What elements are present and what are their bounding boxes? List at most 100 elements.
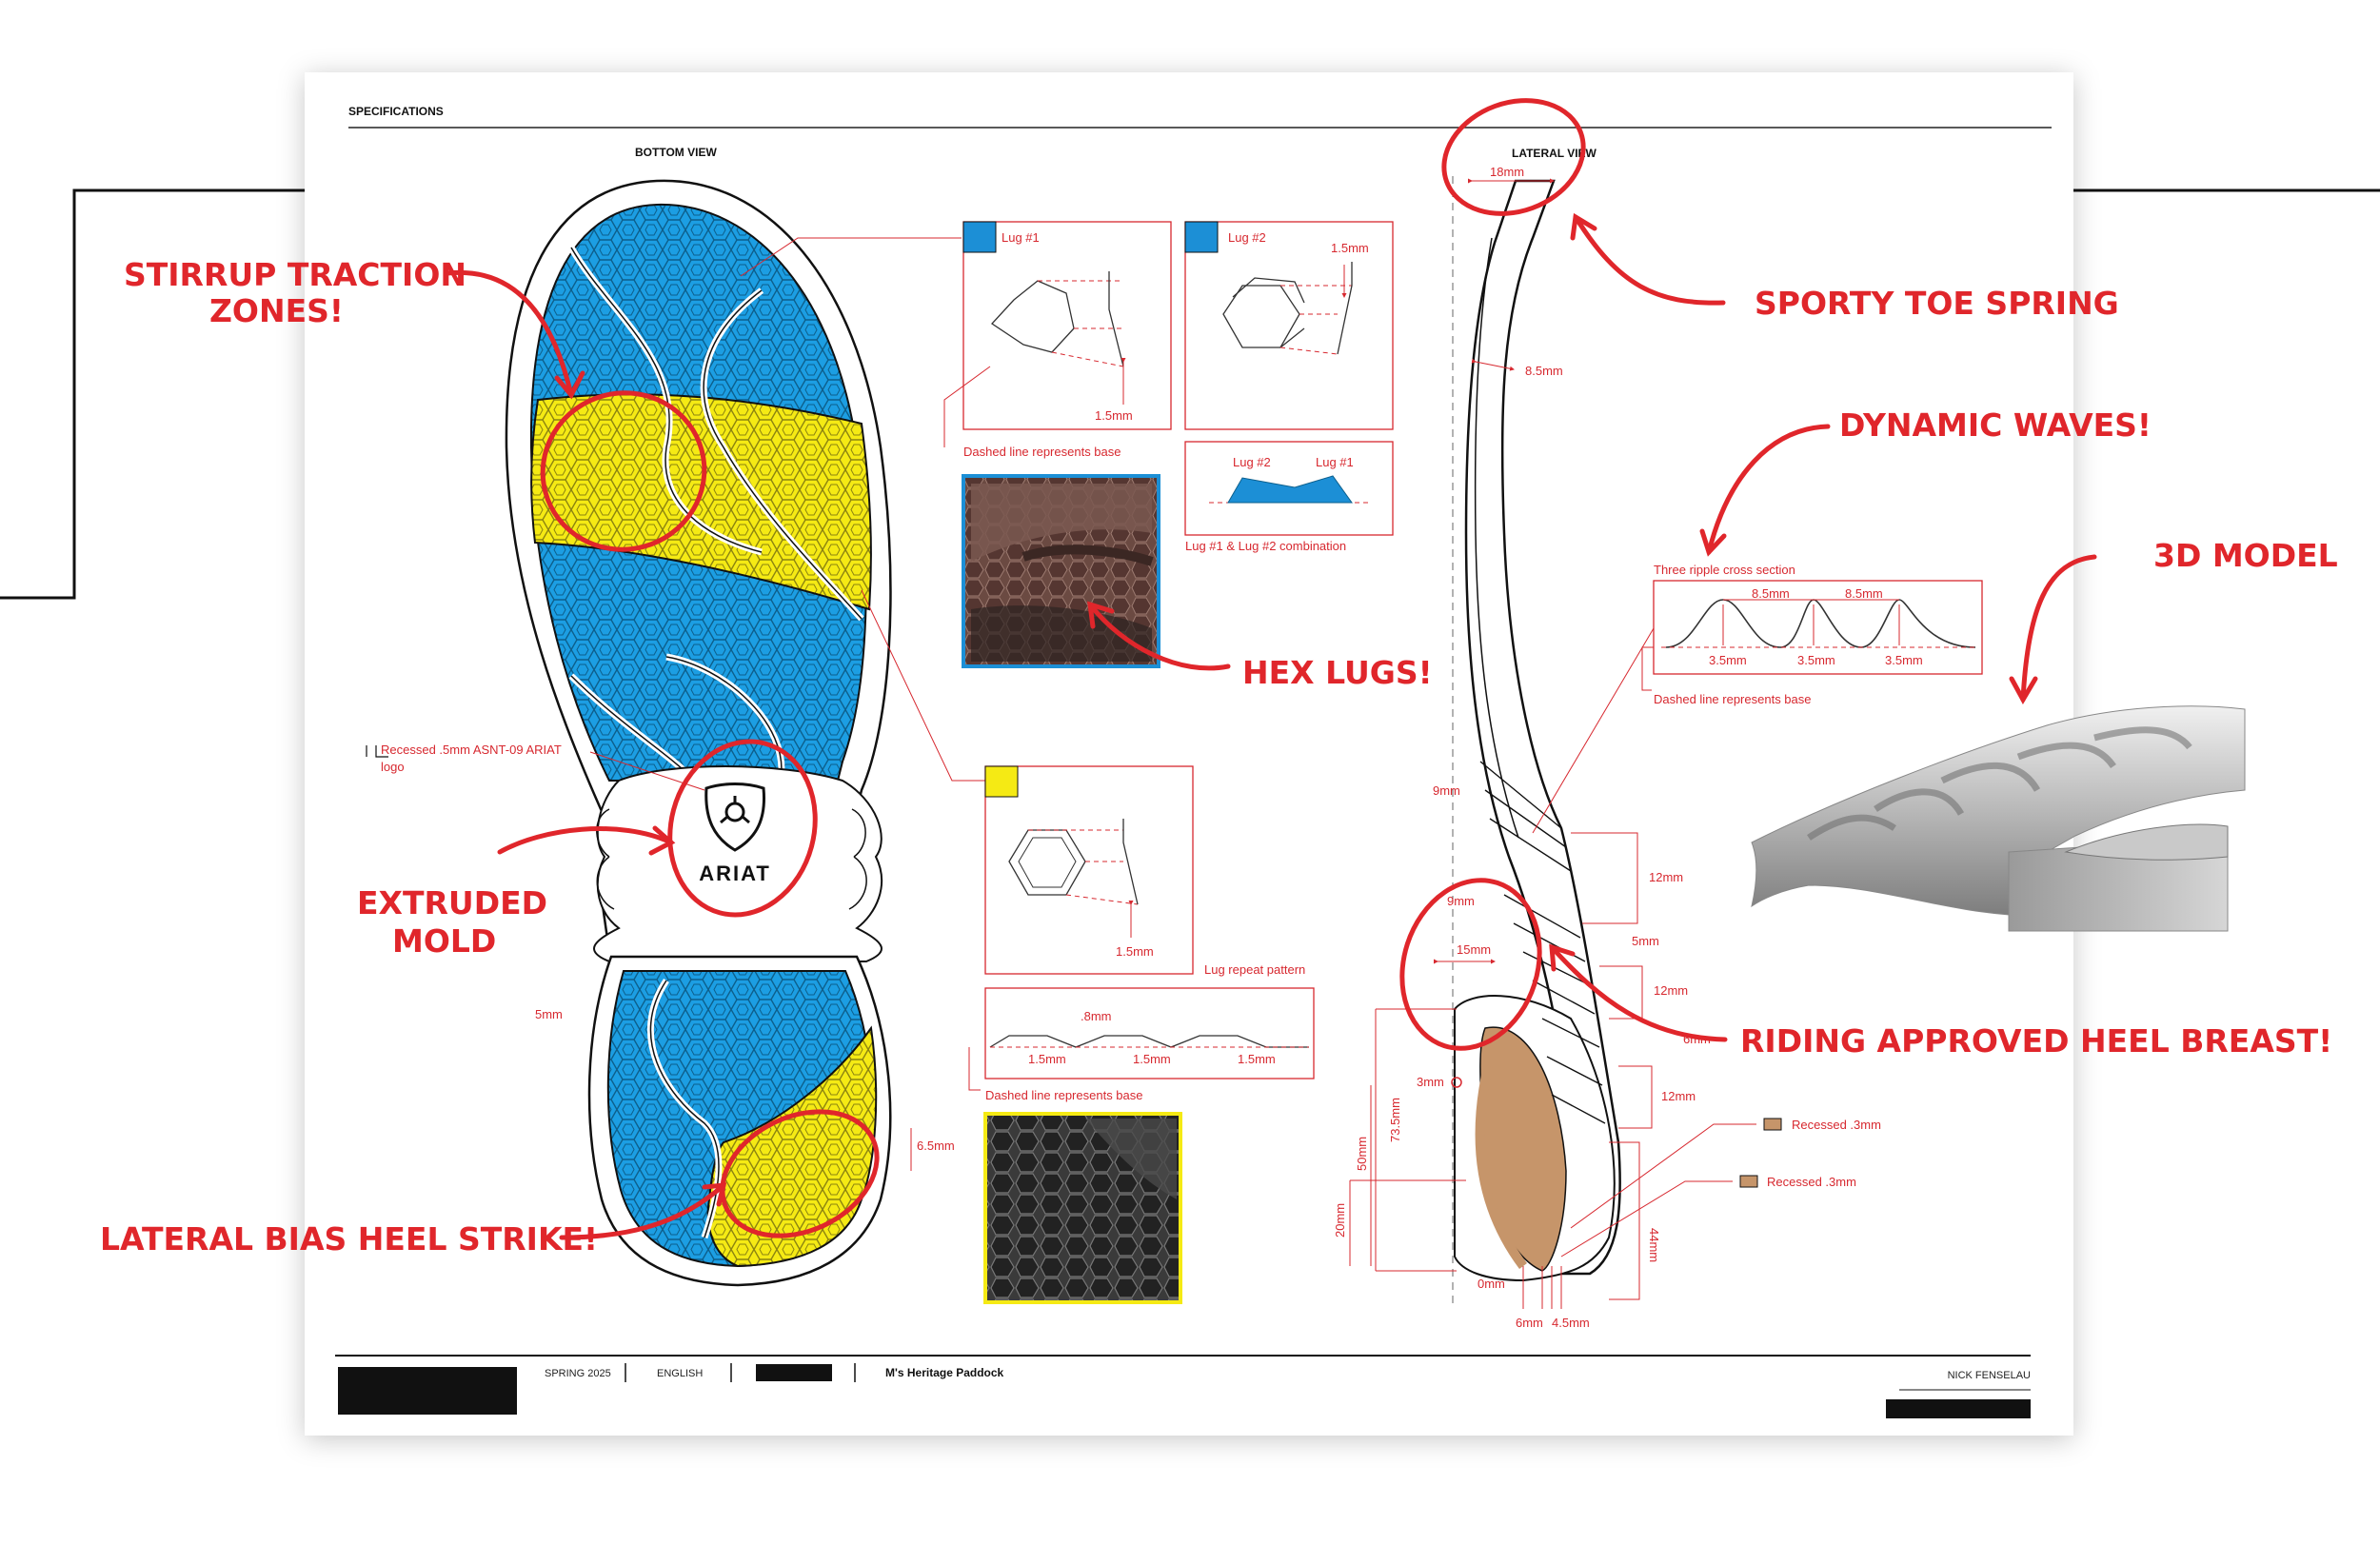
- pattern-box: [984, 987, 1315, 1080]
- arrow-heel-strike: [559, 1182, 726, 1240]
- lug2-label: Lug #2: [1228, 230, 1266, 245]
- dim-44-bracket: [1609, 1141, 1640, 1300]
- 3d-model-waves: [1807, 726, 2192, 841]
- dim-6-5mm: 6.5mm: [917, 1139, 955, 1153]
- ripple-8-5a: 8.5mm: [1752, 586, 1790, 601]
- repeat-box: [984, 765, 1194, 975]
- ripple-8-5b: 8.5mm: [1845, 586, 1883, 601]
- lug-details: Lug #1 1.5mm Dashed line represents base…: [943, 221, 1394, 1304]
- dim-3mm-marker: [1451, 1077, 1462, 1088]
- lug2-dim: 1.5mm: [1331, 241, 1369, 255]
- dim-12-bracket: [1571, 832, 1638, 924]
- shank-ridge-left: [596, 808, 615, 910]
- section-title: SPECIFICATIONS: [348, 105, 444, 118]
- dim-6mm-b: 6mm: [1516, 1316, 1543, 1330]
- ripple-title: Three ripple cross section: [1654, 563, 1795, 577]
- lateral-view-label: LATERAL VIEW: [1512, 147, 1597, 160]
- lateral-sole-outline: [1464, 179, 1621, 1276]
- extruded-mold-circle: [667, 739, 818, 918]
- 3d-model-body: [1751, 705, 2246, 917]
- pattern-profile: [989, 1035, 1309, 1048]
- arrow-dynamic-waves-head: [1699, 528, 1727, 557]
- ariat-emblem-spokes: [720, 796, 750, 824]
- recess-swatch-2: [1739, 1175, 1758, 1188]
- recess-icon: [366, 745, 388, 758]
- pattern-dim-3: 1.5mm: [1238, 1052, 1276, 1066]
- lateral-view: 18mm 8.5mm 9mm 12mm 9mm 5mm 15mm 12mm 6m…: [1333, 165, 1983, 1330]
- callout-extruded-line1: EXTRUDED: [357, 884, 547, 921]
- callout-toe-spring: SPORTY TOE SPRING: [1755, 285, 2119, 322]
- arrow-toe-spring-head: [1570, 212, 1597, 241]
- callout-dynamic-waves: DYNAMIC WAVES!: [1839, 406, 2152, 444]
- arrow-hex-lugs: [1087, 602, 1231, 671]
- dim-18mm: 18mm: [1490, 165, 1524, 179]
- photo-upper-tread: [971, 484, 1152, 562]
- callout-stirrup-line2: ZONES!: [209, 292, 344, 329]
- ripple-3-5b: 3.5mm: [1797, 653, 1835, 667]
- footer-logo-block: [338, 1367, 517, 1415]
- footer-id-block: [1886, 1399, 2031, 1418]
- shank-ridge-right: [848, 808, 867, 910]
- heel-yellow-zone: [706, 1025, 878, 1268]
- repeat-projection: [1028, 829, 1139, 905]
- frame-line-left: [0, 188, 314, 600]
- arrow-extruded: [497, 826, 674, 855]
- stirrup-zone-circle: [540, 390, 707, 552]
- dim-20mm: 20mm: [1333, 1203, 1347, 1238]
- dim-9mm-b: 9mm: [1447, 894, 1475, 908]
- dim-4-5mm: 4.5mm: [1552, 1316, 1590, 1330]
- arrow-3d-model-head: [2009, 676, 2038, 705]
- arrow-dynamic-waves: [1706, 424, 1831, 555]
- outsole-bottom-view: ARIAT Recessed .5mm ASNT-09 ARIAT logo 5…: [366, 179, 985, 1287]
- arrow-heel-breast-head: [1549, 943, 1576, 972]
- dim-20-bracket: [1349, 1179, 1466, 1266]
- ariat-brand-text: ARIAT: [699, 862, 771, 885]
- recess-swatch-1: [1763, 1118, 1782, 1131]
- 3d-model-render: [1751, 705, 2246, 932]
- dim-12mm-a: 12mm: [1649, 870, 1683, 884]
- arrow-3d-model: [2020, 554, 2097, 703]
- dim-3mm: 3mm: [1417, 1075, 1444, 1089]
- ripple-dashed-note: Dashed line represents base: [1654, 692, 1812, 706]
- dim-heel-ticks: [1522, 1266, 1562, 1309]
- dim-12b-bracket: [1599, 965, 1643, 1020]
- recessed-note-1: Recessed .3mm: [1792, 1118, 1881, 1132]
- lug1-dim: 1.5mm: [1095, 408, 1133, 423]
- sole-wave-3-edge: [665, 656, 783, 782]
- leader-lug1: [740, 237, 962, 277]
- lug2-projection: [1279, 285, 1352, 355]
- sheet-footer: SPRING 2025 ENGLISH M's Heritage Paddock…: [335, 1355, 2031, 1418]
- lug1-box: [962, 221, 1172, 430]
- sole-wave-2-edge: [703, 289, 863, 620]
- dim-0mm: 0mm: [1478, 1277, 1505, 1291]
- lug1-dashed-note: Dashed line represents base: [963, 445, 1121, 459]
- dim-12mm-b: 12mm: [1654, 983, 1688, 998]
- footer-product: M's Heritage Paddock: [885, 1366, 1004, 1379]
- arrow-toe-spring: [1573, 214, 1726, 306]
- callout-stirrup-line1: STIRRUP TRACTION: [124, 256, 466, 293]
- repeat-caption: Lug repeat pattern: [1204, 962, 1305, 977]
- arrow-hex-lugs-head: [1087, 601, 1115, 629]
- dim-15mm: 15mm: [1457, 942, 1491, 957]
- bottom-view-label: BOTTOM VIEW: [635, 146, 717, 159]
- callout-3d-model: 3D MODEL: [2153, 537, 2338, 574]
- callout-extruded-line2: MOLD: [392, 922, 496, 960]
- lateral-inner-line: [1474, 237, 1519, 839]
- callout-heel-breast: RIDING APPROVED HEEL BREAST!: [1740, 1022, 2332, 1060]
- dim-50mm: 50mm: [1355, 1137, 1369, 1171]
- 3d-model-heel-cup: [2064, 823, 2229, 861]
- callout-hex-lugs: HEX LUGS!: [1242, 654, 1433, 691]
- dim-73-5mm: 73.5mm: [1388, 1098, 1402, 1142]
- heel-tan-strip: [1475, 1064, 1528, 1269]
- repeat-hex-inner: [1018, 837, 1077, 888]
- lug1-color-swatch: [962, 221, 997, 253]
- recessed-note-2: Recessed .3mm: [1767, 1175, 1856, 1189]
- ripple-height-lines: [1722, 604, 1900, 645]
- recess-leader-2: [1560, 1180, 1733, 1258]
- footer-season: SPRING 2025: [545, 1368, 611, 1379]
- ripple-base-leader: [1641, 646, 1654, 691]
- ripple-leader: [1532, 627, 1655, 834]
- lug1-profile: [1108, 271, 1124, 367]
